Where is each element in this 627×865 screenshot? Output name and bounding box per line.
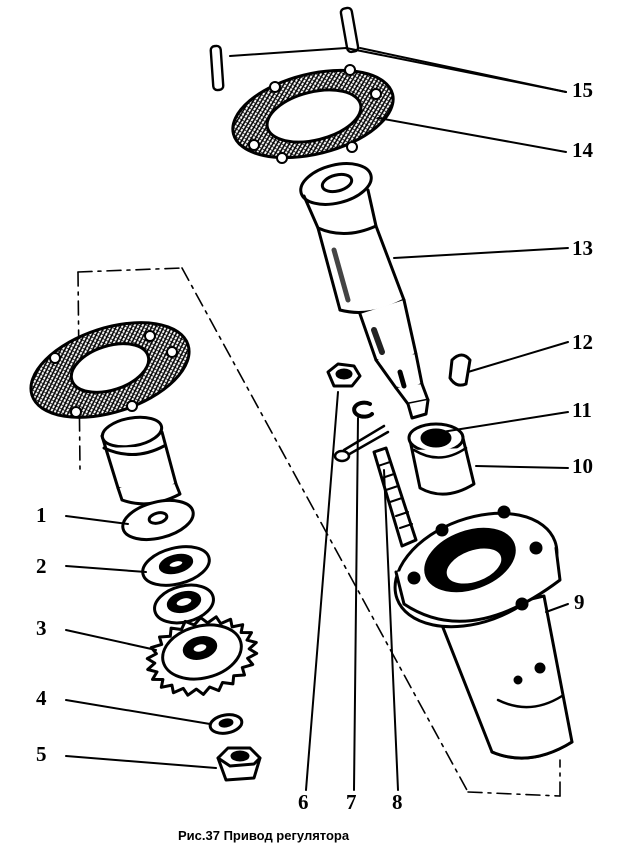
- bearing-upper: [139, 540, 214, 591]
- callout-9: 9: [574, 590, 585, 614]
- flat-washer: [119, 494, 198, 546]
- gear-wheel: [147, 617, 256, 695]
- small-washer: [209, 712, 244, 735]
- leader-lines: [66, 48, 568, 790]
- callout-11: 11: [572, 398, 592, 422]
- callout-7: 7: [346, 790, 357, 814]
- small-nut: [328, 364, 360, 386]
- hex-nut: [218, 748, 260, 780]
- callout-12: 12: [572, 330, 593, 354]
- top-gasket: [224, 55, 402, 172]
- callout-8: 8: [392, 790, 403, 814]
- callout-4: 4: [36, 686, 47, 710]
- figure-caption: Рис.37 Привод регулятора: [178, 828, 350, 843]
- callout-6: 6: [298, 790, 309, 814]
- lock-ring: [354, 403, 372, 417]
- callout-5: 5: [36, 742, 47, 766]
- coupling-sleeve: [409, 424, 474, 494]
- pin-pair: [210, 7, 358, 90]
- callout-15: 15: [572, 78, 593, 102]
- drive-shaft: [296, 157, 428, 418]
- regulator-housing: [379, 492, 572, 758]
- bearing-lower: [151, 579, 218, 628]
- callout-1: 1: [36, 503, 47, 527]
- callout-3: 3: [36, 616, 47, 640]
- callout-13: 13: [572, 236, 593, 260]
- callout-10: 10: [572, 454, 593, 478]
- threaded-stud: [374, 448, 416, 546]
- callout-14: 14: [572, 138, 593, 162]
- cotter-pin: [335, 426, 388, 461]
- bushing: [100, 413, 180, 504]
- woodruff-key: [450, 355, 470, 385]
- lower-gasket: [19, 305, 201, 436]
- callout-2: 2: [36, 554, 47, 578]
